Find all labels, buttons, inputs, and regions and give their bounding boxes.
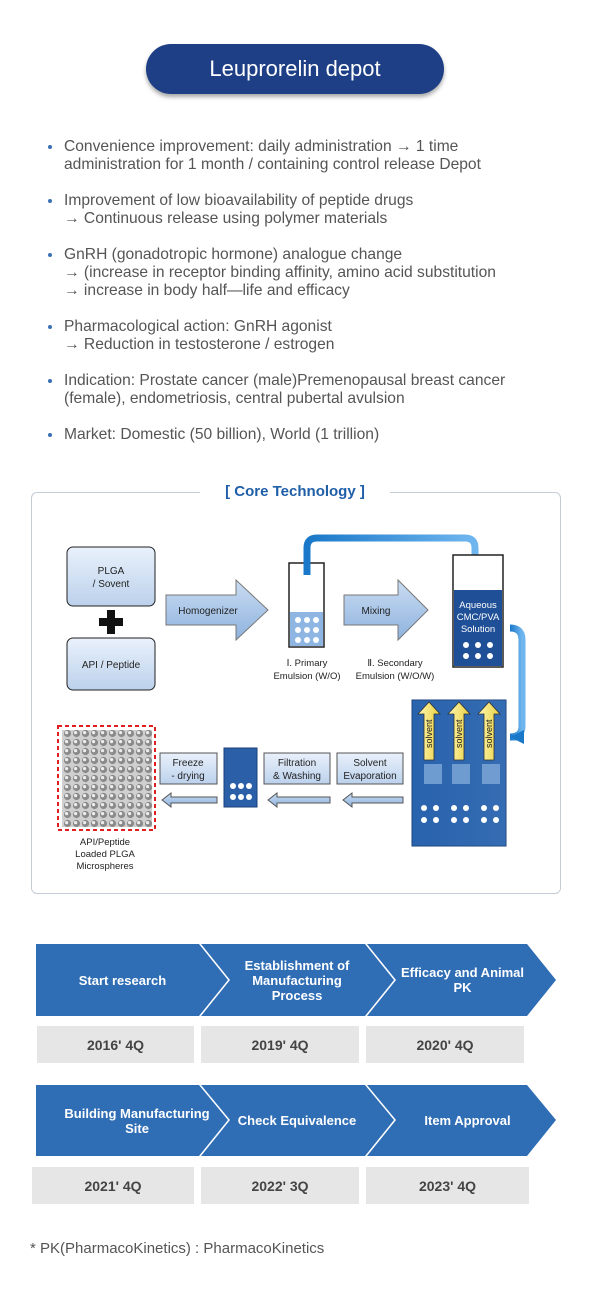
bullet-dot: [48, 433, 52, 437]
core-technology-title: [ Core Technology ]: [200, 483, 390, 500]
page-title: Leuprorelin depot: [146, 44, 444, 94]
homogenizer-label: Homogenizer: [178, 606, 238, 617]
milestone-label: Establishment of Manufacturing Process: [244, 957, 350, 1003]
freeze-drying-box: [159, 752, 218, 785]
bullet-line: → Reduction in testosterone / estrogen: [64, 336, 335, 353]
bullet-market: Market: Domestic (50 billion), World (1 …: [48, 426, 568, 444]
chevron-building-site: [36, 1085, 228, 1156]
filtration-box: [263, 752, 331, 785]
bullet-line: → Continuous release using polymer mater…: [64, 210, 388, 227]
milestone-date: 2023' 4Q: [366, 1167, 529, 1204]
microspheres-image: [62, 730, 152, 827]
chevron-manufacturing-process: [201, 944, 394, 1016]
evaporation-sub: Evaporation: [343, 771, 396, 782]
process-diagram: PLGA / Sovent API / Peptide Homogenizer …: [57, 534, 526, 872]
bullet-line: Indication: Prostate cancer (male)Premen…: [64, 372, 506, 389]
plga-label: PLGA: [98, 566, 125, 577]
milestone-date: 2019' 4Q: [201, 1026, 359, 1063]
milestone-date: 2020' 4Q: [366, 1026, 524, 1063]
solvent-label-1: solvent: [424, 719, 434, 748]
aqueous-sub1: CMC/PVA: [457, 612, 500, 623]
solvent-label-3: solvent: [484, 719, 494, 748]
footnote: * PK(PharmacoKinetics) : PharmacoKinetic…: [30, 1240, 325, 1257]
bullet-indication: Indication: Prostate cancer (male)Premen…: [48, 372, 568, 408]
freeze-drying-sub: - drying: [171, 771, 204, 782]
mixing-label: Mixing: [362, 606, 391, 617]
bullet-line: administration for 1 month / containing …: [64, 156, 481, 173]
secondary-emulsion-label: Ⅱ. Secondary: [367, 658, 423, 669]
microspheres-highlight: [57, 725, 156, 831]
api-peptide-box: [66, 637, 156, 691]
homogenizer-arrow: [165, 578, 269, 642]
freeze-drying-label: Freeze: [172, 758, 204, 769]
timeline-chevrons-row-1: [36, 944, 556, 1156]
bullet-line: → (increase in receptor binding affinity…: [64, 264, 496, 281]
microspheres-label: API/Peptide: [80, 837, 130, 848]
bullet-gnrh: GnRH (gonadotropic hormone) analogue cha…: [48, 246, 568, 300]
bullet-dot: [48, 145, 52, 149]
chevron-efficacy: [367, 944, 556, 1016]
milestone-label: Start research: [78, 972, 167, 988]
bullet-line: Convenience improvement: daily administr…: [64, 138, 459, 155]
transfer-pipe: [303, 534, 479, 575]
solvent-columns: [417, 701, 501, 784]
mixing-arrow: [343, 578, 429, 642]
bullet-dot: [48, 253, 52, 257]
microspheres-sub2: Microspheres: [76, 861, 133, 872]
milestone-label: Building Manufacturing Site: [64, 1105, 210, 1136]
microspheres-sub1: Loaded PLGA: [75, 849, 135, 860]
primary-emulsion-sub: Emulsion (W/O): [273, 671, 340, 682]
left-arrow-2: [267, 791, 331, 809]
bullet-dot: [48, 379, 52, 383]
bullet-convenience: Convenience improvement: daily administr…: [48, 138, 568, 174]
milestone-date: 2021' 4Q: [32, 1167, 194, 1204]
aqueous-sub2: Solution: [461, 624, 495, 635]
milestone-label: Item Approval: [424, 1113, 511, 1128]
primary-emulsion-label: Ⅰ. Primary: [287, 658, 328, 669]
chevron-item-approval: [367, 1085, 556, 1156]
filtration-label: Filtration: [278, 758, 316, 769]
bullet-pharmacology: Pharmacological action: GnRH agonist → R…: [48, 318, 568, 354]
solvent-label-2: solvent: [454, 719, 464, 748]
chevron-check-equivalence: [201, 1085, 394, 1156]
aqueous-label: Aqueous: [459, 600, 497, 611]
solvent-label: / Sovent: [93, 579, 130, 590]
chevron-start-research: [36, 944, 228, 1016]
bullet-line: GnRH (gonadotropic hormone) analogue cha…: [64, 246, 403, 263]
evaporation-label: Solvent: [353, 758, 387, 769]
bullet-line: Improvement of low bioavailability of pe…: [64, 192, 414, 209]
milestone-date: 2022' 3Q: [201, 1167, 359, 1204]
api-peptide-label: API / Peptide: [82, 660, 141, 671]
bullet-dot: [48, 325, 52, 329]
evaporation-box: [336, 752, 404, 785]
bullet-bioavailability: Improvement of low bioavailability of pe…: [48, 192, 568, 228]
secondary-emulsion-sub: Emulsion (W/O/W): [356, 671, 435, 682]
filtration-sub: & Washing: [273, 771, 321, 782]
milestone-date: 2016' 4Q: [37, 1026, 194, 1063]
bullet-line: Pharmacological action: GnRH agonist: [64, 318, 332, 335]
bullet-line: (female), endometriosis, central puberta…: [64, 390, 405, 407]
feature-list: Convenience improvement: daily administr…: [48, 138, 568, 462]
left-arrow-1: [342, 791, 404, 809]
plga-solvent-box: [66, 546, 156, 607]
bullet-dot: [48, 199, 52, 203]
milestone-label: Efficacy and Animal PK: [400, 965, 525, 995]
milestone-label: Check Equivalence: [237, 1113, 357, 1128]
bullet-line: → increase in body half—life and efficac…: [64, 282, 350, 299]
bullet-line: Market: Domestic (50 billion), World (1 …: [64, 426, 380, 443]
left-arrow-3: [161, 791, 218, 809]
